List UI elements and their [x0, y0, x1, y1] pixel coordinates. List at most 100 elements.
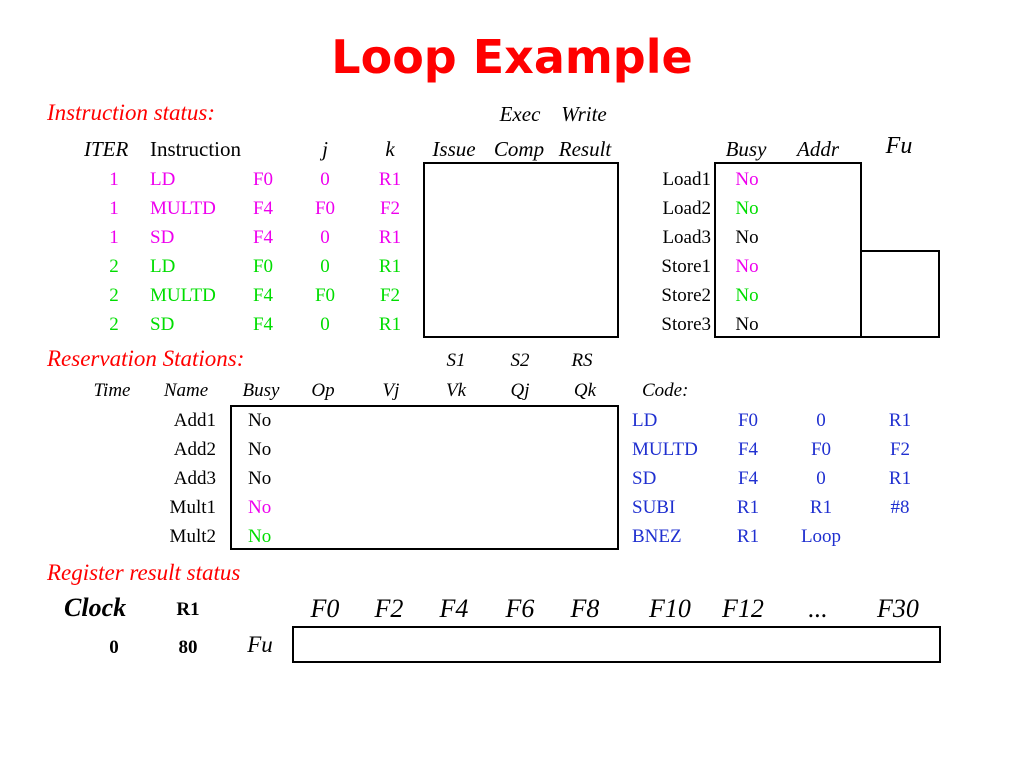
instruction-status-label: Instruction status: [47, 100, 216, 125]
header-issue: Issue [432, 137, 476, 161]
register-name: F0 [310, 594, 340, 623]
header-comp: Comp [493, 137, 545, 161]
code-arg3: R1 [888, 410, 912, 431]
register-name: ... [808, 594, 828, 623]
code-op: SD [632, 468, 657, 489]
header-j: j [322, 137, 328, 161]
code-arg2: F0 [810, 439, 832, 460]
code-arg2: R1 [809, 497, 833, 518]
code-arg1: R1 [736, 526, 760, 547]
instr-dst: F0 [252, 169, 274, 190]
instr-iter: 2 [109, 256, 119, 277]
header-op: Op [311, 380, 335, 401]
rs-name: Add1 [173, 410, 216, 431]
header-addr: Addr [797, 137, 839, 161]
instr-k: R1 [378, 227, 402, 248]
load-store-box [714, 162, 862, 338]
buffer-name: Store2 [661, 285, 711, 306]
header-iter: ITER [84, 137, 129, 161]
register-name: F4 [439, 594, 469, 623]
buffer-busy: No [735, 198, 759, 219]
instr-j: 0 [320, 314, 330, 335]
header-write: Write [561, 102, 607, 126]
instr-k: R1 [378, 169, 402, 190]
code-arg1: F4 [737, 439, 759, 460]
header-busy: Busy [725, 137, 767, 161]
r1-label: R1 [176, 599, 200, 620]
header-qk: Qk [573, 380, 597, 401]
buffer-name: Load1 [662, 169, 711, 190]
header-s1: S1 [446, 350, 466, 371]
instr-dst: F4 [252, 314, 274, 335]
buffer-name: Store1 [661, 256, 711, 277]
register-name: F12 [722, 594, 764, 623]
clock-label: Clock [64, 593, 127, 622]
instr-dst: F0 [252, 256, 274, 277]
clock-value: 0 [109, 637, 119, 658]
buffer-busy: No [735, 256, 759, 277]
header-rs-busy: Busy [242, 380, 280, 401]
instruction-status-box [423, 162, 619, 338]
code-arg2: 0 [816, 410, 826, 431]
rs-busy: No [248, 526, 272, 547]
rs-name: Mult2 [169, 526, 216, 547]
instr-op: SD [150, 227, 175, 248]
instr-j: 0 [320, 169, 330, 190]
header-name: Name [163, 380, 209, 401]
code-op: SUBI [632, 497, 676, 518]
rs-busy: No [248, 468, 272, 489]
rs-busy: No [248, 497, 272, 518]
store-fu-box [860, 250, 940, 338]
buffer-busy: No [735, 314, 759, 335]
buffer-busy: No [735, 169, 759, 190]
instr-j: F0 [314, 285, 336, 306]
instr-dst: F4 [252, 227, 274, 248]
instr-dst: F4 [252, 198, 274, 219]
code-op: MULTD [632, 439, 698, 460]
code-arg3: R1 [888, 468, 912, 489]
instr-j: 0 [320, 256, 330, 277]
instr-k: F2 [379, 285, 401, 306]
code-arg3: #8 [890, 497, 910, 518]
buffer-busy: No [735, 227, 759, 248]
code-arg1: R1 [736, 497, 760, 518]
register-name: F6 [505, 594, 535, 623]
instr-iter: 1 [109, 198, 119, 219]
code-arg2: Loop [800, 526, 842, 547]
code-arg2: 0 [816, 468, 826, 489]
header-code: Code: [642, 380, 689, 401]
instr-iter: 1 [109, 169, 119, 190]
buffer-busy: No [735, 285, 759, 306]
instr-k: R1 [378, 256, 402, 277]
instr-j: F0 [314, 198, 336, 219]
buffer-name: Store3 [661, 314, 711, 335]
code-arg1: F4 [737, 468, 759, 489]
header-s2: S2 [510, 350, 530, 371]
instr-j: 0 [320, 227, 330, 248]
register-fu-box [292, 626, 941, 663]
instr-k: F2 [379, 198, 401, 219]
header-vk: Vk [445, 380, 467, 401]
code-op: BNEZ [632, 526, 682, 547]
page-title: Loop Example [331, 30, 693, 84]
rs-busy: No [248, 439, 272, 460]
instr-iter: 2 [109, 285, 119, 306]
header-vj: Vj [382, 380, 400, 401]
code-op: LD [632, 410, 658, 431]
buffer-name: Load3 [662, 227, 711, 248]
register-status-label: Register result status [47, 560, 241, 585]
rs-name: Add2 [173, 439, 216, 460]
code-arg1: F0 [737, 410, 759, 431]
instr-k: R1 [378, 314, 402, 335]
header-qj: Qj [510, 380, 530, 401]
register-name: F30 [877, 594, 919, 623]
buffer-name: Load2 [662, 198, 711, 219]
register-name: F8 [570, 594, 600, 623]
rs-name: Add3 [173, 468, 216, 489]
register-name: F10 [649, 594, 691, 623]
header-exec: Exec [499, 102, 541, 126]
header-fu: Fu [885, 133, 913, 159]
header-result: Result [558, 137, 612, 161]
code-arg3: F2 [889, 439, 911, 460]
rs-name: Mult1 [169, 497, 216, 518]
